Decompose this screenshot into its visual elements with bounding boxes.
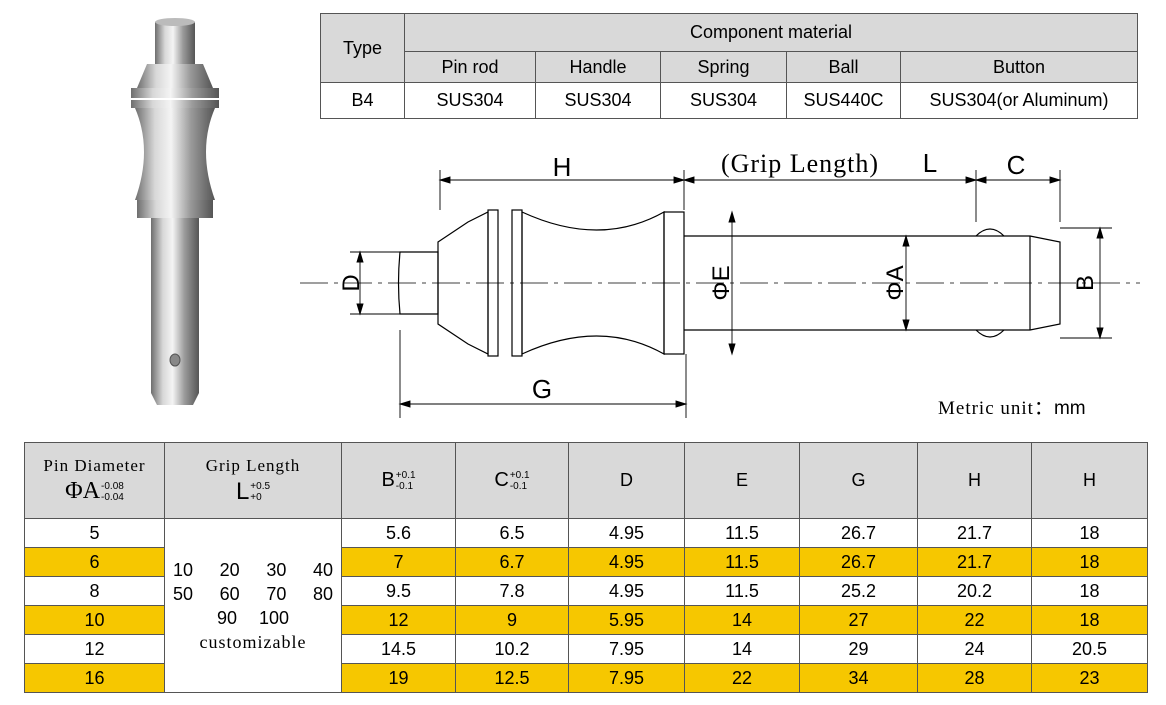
col-ball: Ball — [786, 51, 901, 83]
pin-diameter-cell: 16 — [24, 663, 165, 693]
handle-material: SUS304 — [535, 82, 661, 119]
header-E: E — [684, 442, 800, 519]
pin-diameter-cell: 12 — [24, 634, 165, 664]
label-L: L — [923, 148, 937, 178]
label-grip-length: (Grip Length) — [721, 149, 879, 178]
label-A: ΦA — [882, 265, 909, 300]
pin-diameter-cell: 5 — [24, 518, 165, 548]
pin-diameter-symbol: ΦA — [65, 478, 101, 504]
table-row: 8 9.5 7.8 4.95 11.5 25.2 20.2 18 — [24, 576, 1148, 606]
grip-length-title: Grip Length — [205, 455, 301, 475]
header-G: G — [799, 442, 918, 519]
table-row: 6 7 6.7 4.95 11.5 26.7 21.7 18 — [24, 547, 1148, 577]
label-D: D — [338, 274, 365, 291]
customizable-note: customizable — [199, 631, 307, 652]
label-E: ΦE — [708, 265, 735, 300]
table-row: 16 19 12.5 7.95 22 34 28 23 — [24, 663, 1148, 693]
product-photo — [131, 18, 219, 405]
technical-drawing: H (Grip Length) L C D ΦE ΦA B G — [300, 148, 1140, 418]
metric-unit-text: Metric unit： — [938, 398, 1054, 419]
metric-unit-note: Metric unit：mm — [938, 393, 1086, 420]
grip-length-symbol: L — [235, 477, 250, 505]
ball-material: SUS440C — [786, 82, 901, 119]
dimension-table: Pin Diameter ΦA-0.08-0.04 Grip Length L+… — [24, 442, 1148, 693]
pin-diameter-cell: 10 — [24, 605, 165, 635]
col-spring: Spring — [660, 51, 787, 83]
header-C: C+0.1-0.1 — [455, 442, 569, 519]
col-pin-rod: Pin rod — [404, 51, 536, 83]
header-H1: H — [917, 442, 1032, 519]
material-table: Type Component material Pin rod Handle S… — [320, 13, 1138, 119]
pin-diameter-cell: 6 — [24, 547, 165, 577]
type-value: B4 — [320, 82, 405, 119]
pin-diameter-cell: 8 — [24, 576, 165, 606]
header-H2: H — [1031, 442, 1148, 519]
label-B: B — [1072, 275, 1099, 291]
button-material: SUS304(or Aluminum) — [900, 82, 1138, 119]
pin-rod-material: SUS304 — [404, 82, 536, 119]
col-handle: Handle — [535, 51, 661, 83]
component-material-header: Component material — [404, 13, 1138, 52]
header-grip-length: Grip Length L+0.5+0 — [164, 442, 342, 519]
label-H: H — [553, 152, 572, 182]
grip-tol-top: +0.5 — [250, 480, 271, 492]
header-D: D — [568, 442, 685, 519]
spring-material: SUS304 — [660, 82, 787, 119]
pin-tol-bottom: -0.04 — [101, 491, 124, 503]
metric-unit-value: mm — [1053, 398, 1086, 419]
col-button: Button — [900, 51, 1138, 83]
type-header: Type — [320, 13, 405, 83]
header-pin-diameter: Pin Diameter ΦA-0.08-0.04 — [24, 442, 165, 519]
pin-diameter-title: Pin Diameter — [43, 456, 146, 475]
header-B: B+0.1-0.1 — [341, 442, 456, 519]
pin-tol-top: -0.08 — [101, 480, 124, 492]
label-C: C — [1007, 150, 1026, 180]
grip-tol-bottom: +0 — [250, 491, 262, 503]
label-G: G — [532, 374, 552, 404]
